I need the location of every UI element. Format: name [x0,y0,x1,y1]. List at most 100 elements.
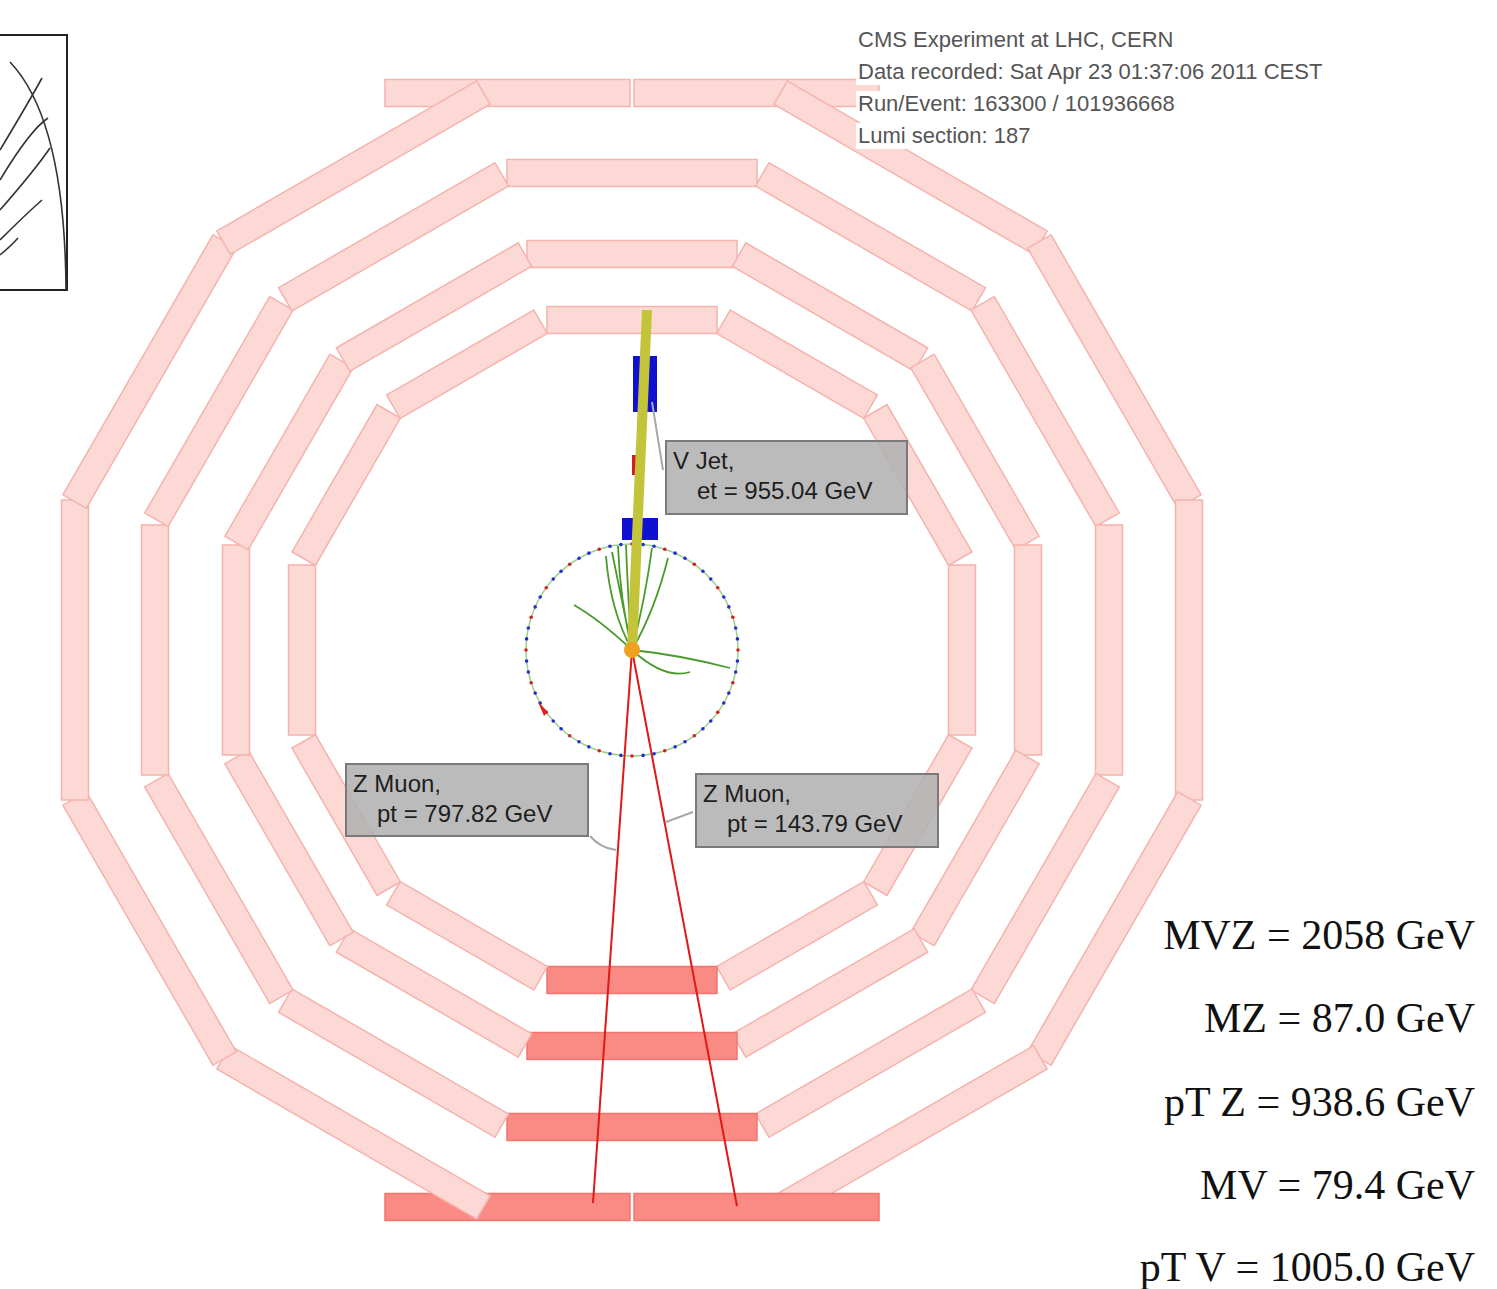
muon-chamber [634,80,879,107]
muon-chamber [717,882,878,990]
hit-dot [577,740,581,744]
hit-dot [619,543,623,547]
muon-chamber [949,565,976,735]
header-text: CMS Experiment at LHC, CERN [856,27,1175,53]
muon-chamber [527,241,737,268]
hit-dot [597,547,601,551]
muon-chamber [289,565,316,735]
muon-chamber [547,967,717,994]
hit-dot [587,551,591,555]
hit-dot [693,562,697,566]
hit-dot [529,615,533,619]
hit-dot [608,752,612,756]
header-text: Run/Event: 163300 / 101936668 [856,91,1177,117]
hit-dot [701,569,705,573]
hit-dot [663,749,667,753]
muon-chamber [63,235,236,508]
formula-text: pT Z = 938.6 GeV [1160,1077,1479,1127]
callout-title: Z Muon, [353,769,579,799]
muon-chamber [292,405,400,566]
muon-chamber [387,882,548,990]
muon-chamber [1015,545,1042,755]
hit-dot [722,701,726,705]
callout-title: Z Muon, [703,779,929,809]
hit-dot [736,648,740,652]
muon-chamber [217,81,490,254]
hit-dot [587,745,591,749]
hit-dot [652,545,656,549]
hit-dot [683,740,687,744]
hit-dot [727,605,731,609]
hit-dot [568,734,572,738]
hit-dot [559,727,563,731]
muon-chambers [62,80,1203,1221]
hit-dot [731,615,735,619]
hit-dot [716,586,720,590]
formula-text: MVZ = 2058 GeV [1159,910,1479,960]
hit-dot [533,691,537,695]
hit-dot [608,545,612,549]
hit-dot [597,749,601,753]
hit-dot [525,659,529,663]
muon-tracks [593,642,737,1206]
hit-dot [527,670,531,674]
hit-dot [709,577,713,581]
hit-dot [641,543,645,547]
hit-dot [693,734,697,738]
muon-chamber [507,160,757,187]
hit-dot [673,551,677,555]
muon-chamber [63,792,236,1065]
hit-dot [630,754,634,758]
hit-dot [736,637,740,641]
hit-dot [551,577,555,581]
hit-dot [524,648,528,652]
header-text: Data recorded: Sat Apr 23 01:37:06 2011 … [856,59,1324,85]
hit-dot [527,626,531,630]
hit-dot [673,745,677,749]
callout-box: Z Muon,pt = 143.79 GeV [695,773,939,848]
hit-dot [731,681,735,685]
hit-dot [525,637,529,641]
hit-dot [551,719,555,723]
hit-dot [559,569,563,573]
hit-dot [529,681,533,685]
callout-value: pt = 143.79 GeV [703,809,929,839]
callout-value: et = 955.04 GeV [673,476,898,506]
muon-chamber [142,525,169,775]
hit-dot [734,670,738,674]
muon-chamber [217,1046,490,1219]
hit-dot [701,727,705,731]
muon-chamber [634,1194,879,1221]
muon-chamber [1176,500,1203,800]
formula-text: MV = 79.4 GeV [1196,1160,1479,1210]
hit-dot [683,556,687,560]
callout-value: pt = 797.82 GeV [353,799,579,829]
muon-chamber [223,545,250,755]
hit-dot [663,547,667,551]
formula-text: MZ = 87.0 GeV [1200,993,1479,1043]
hit-dot [568,562,572,566]
callout-title: V Jet, [673,446,898,476]
muon-chamber [717,310,878,418]
jet [622,310,658,650]
hit-dot [641,754,645,758]
hit-dot [544,586,548,590]
hit-dot [727,691,731,695]
callout-box: V Jet,et = 955.04 GeV [665,440,908,515]
inset-box [0,35,67,290]
hit-dot [533,605,537,609]
muon-chamber [62,500,89,800]
hit-dot [734,626,738,630]
hit-dot [538,595,542,599]
muon-chamber [1096,525,1123,775]
hit-dot [577,556,581,560]
callout-box: Z Muon,pt = 797.82 GeV [345,763,589,837]
header-text: Lumi section: 187 [856,123,1032,149]
muon-chamber [1028,235,1201,508]
hit-dot [716,711,720,715]
muon-chamber [387,310,548,418]
hit-dot [736,659,740,663]
muon-chamber [547,307,717,334]
hit-dot [619,754,623,758]
muon-chamber [385,80,630,107]
